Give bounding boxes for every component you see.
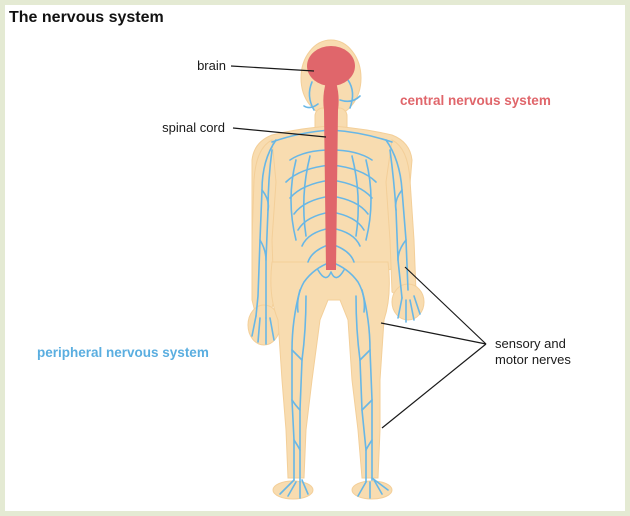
- brain-label: brain: [197, 58, 226, 74]
- brain-shape: [307, 46, 355, 86]
- nerves-label-line-1: sensory and: [495, 336, 571, 352]
- page-title: The nervous system: [9, 9, 164, 27]
- nerves-leader-line-3: [382, 344, 486, 428]
- nerves-label-line-2: motor nerves: [495, 352, 571, 368]
- nerves-leader-line-2: [381, 323, 486, 344]
- central-nervous-system-label: central nervous system: [400, 93, 551, 108]
- spinal-cord-label: spinal cord: [162, 120, 225, 136]
- sensory-motor-nerves-label: sensory and motor nerves: [495, 336, 571, 368]
- peripheral-nervous-system-label: peripheral nervous system: [37, 345, 209, 360]
